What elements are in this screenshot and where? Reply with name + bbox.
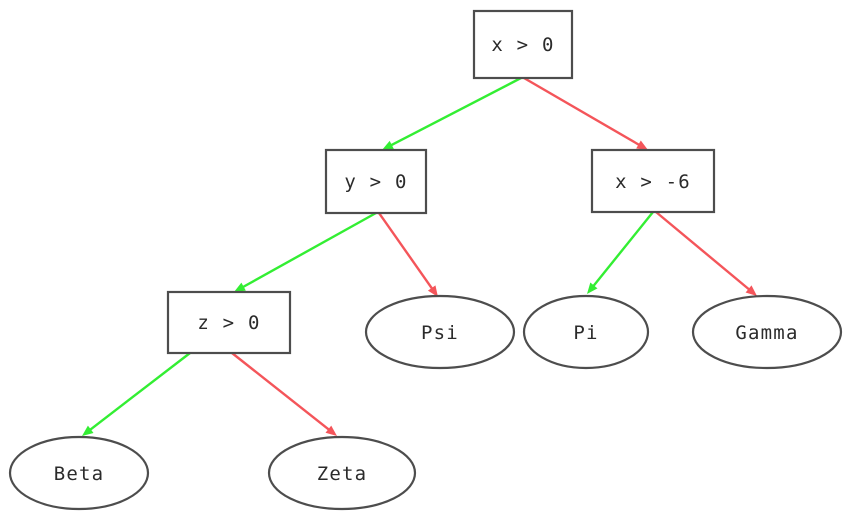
edge-y-false <box>378 212 438 297</box>
decision-node-box[interactable] <box>472 9 574 80</box>
edge-root-false <box>523 76 648 150</box>
edge-line-false <box>523 76 641 147</box>
node-label: Zeta <box>317 463 368 485</box>
edge-line-false <box>231 352 331 432</box>
arrowhead-icon <box>325 425 337 436</box>
edge-z-true <box>82 352 191 436</box>
edge-z-false <box>231 352 337 436</box>
node-beta[interactable]: Beta <box>8 435 150 511</box>
leaf-node-ellipse[interactable] <box>8 435 150 511</box>
edge-line-true <box>389 76 522 147</box>
node-label: x > -6 <box>615 171 691 193</box>
edge-x6-true <box>587 211 654 294</box>
arrowhead-icon <box>234 282 246 292</box>
edge-x6-false <box>655 211 757 296</box>
node-label: Psi <box>421 322 459 344</box>
decision-node-box[interactable] <box>324 148 428 215</box>
node-pi[interactable]: Pi <box>522 294 650 370</box>
edge-line-false <box>655 211 751 292</box>
leaf-node-ellipse[interactable] <box>267 435 417 511</box>
arrowhead-icon <box>382 140 394 150</box>
arrowhead-icon <box>82 425 94 436</box>
node-label: x > 0 <box>491 34 554 56</box>
leaf-node-ellipse[interactable] <box>691 294 843 370</box>
edge-line-true <box>88 352 191 432</box>
node-root[interactable]: x > 0 <box>472 9 574 80</box>
arrowhead-icon <box>636 140 648 150</box>
node-label: Gamma <box>735 322 798 344</box>
node-y-gt-0[interactable]: y > 0 <box>324 148 428 215</box>
arrowhead-icon <box>745 285 757 296</box>
node-label: Pi <box>573 322 598 344</box>
node-psi[interactable]: Psi <box>364 294 516 370</box>
node-x-gt-neg6[interactable]: x > -6 <box>590 148 716 214</box>
node-label: z > 0 <box>197 312 260 334</box>
node-label: Beta <box>54 463 105 485</box>
edge-line-true <box>241 211 377 289</box>
decision-node-box[interactable] <box>590 148 716 214</box>
node-zeta[interactable]: Zeta <box>267 435 417 511</box>
edges-layer <box>82 76 757 436</box>
decision-node-box[interactable] <box>166 290 292 355</box>
leaf-node-ellipse[interactable] <box>364 294 516 370</box>
edge-line-false <box>378 212 434 291</box>
edge-y-true <box>234 211 377 292</box>
edge-line-true <box>591 211 654 288</box>
node-z-gt-0[interactable]: z > 0 <box>166 290 292 355</box>
arrowhead-icon <box>427 285 438 297</box>
node-label: y > 0 <box>344 171 407 193</box>
node-gamma[interactable]: Gamma <box>691 294 843 370</box>
edge-root-true <box>382 76 522 150</box>
leaf-node-ellipse[interactable] <box>522 294 650 370</box>
arrowhead-icon <box>587 282 598 294</box>
